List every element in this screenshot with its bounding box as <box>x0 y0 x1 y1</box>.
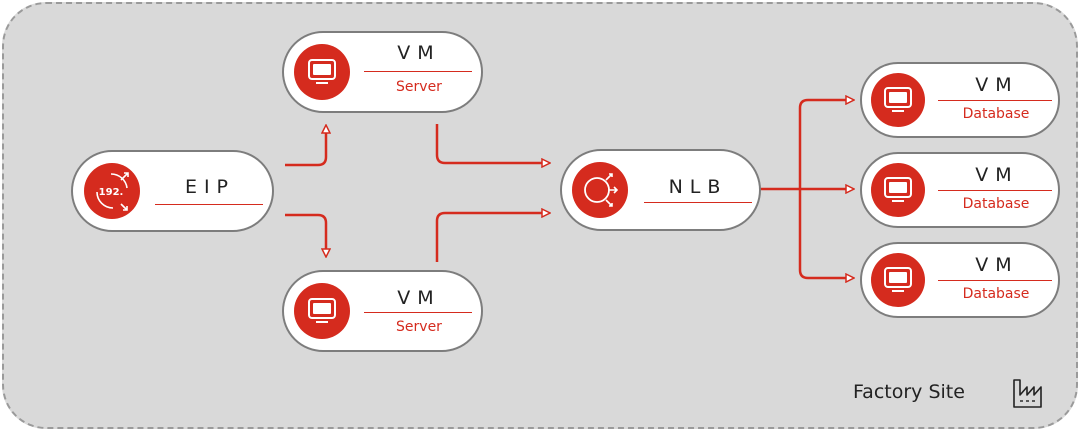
vm-server-top-title: VM <box>397 42 441 64</box>
vm-database-1-rule <box>938 100 1052 101</box>
vm-database-1-title: VM <box>975 74 1019 96</box>
vm-database-2-title: VM <box>975 164 1019 186</box>
monitor-icon <box>294 283 350 339</box>
vm-server-bottom-subtitle: Server <box>396 319 442 335</box>
vm-server-bottom-title: VM <box>397 287 441 309</box>
nlb-rule <box>644 202 752 203</box>
vm-server-top-node: VM Server <box>282 31 483 113</box>
edge-vm-top-to-nlb <box>435 124 549 163</box>
svg-text:192.: 192. <box>99 187 124 198</box>
vm-database-2-subtitle: Database <box>962 196 1030 212</box>
vm-database-2-rule <box>938 190 1052 191</box>
vm-server-bottom-rule <box>364 312 472 313</box>
ip-address-icon: 192. <box>84 163 140 219</box>
edge-eip-to-vm-top <box>285 126 326 167</box>
vm-database-1-subtitle: Database <box>962 106 1030 122</box>
factory-icon <box>1013 379 1042 408</box>
eip-node: 192. EIP <box>71 150 274 232</box>
edge-nlb-to-db-1 <box>798 100 853 189</box>
vm-server-bottom-node: VM Server <box>282 270 483 352</box>
vm-database-2-node: VM Database <box>860 152 1060 228</box>
monitor-icon <box>871 73 925 127</box>
nlb-node: NLB <box>560 149 761 231</box>
eip-title: EIP <box>184 176 236 198</box>
vm-database-1-node: VM Database <box>860 62 1060 138</box>
monitor-icon <box>871 253 925 307</box>
vm-database-3-rule <box>938 280 1052 281</box>
nlb-title: NLB <box>668 176 728 198</box>
load-balancer-icon <box>572 162 628 218</box>
edge-nlb-to-db-3 <box>798 189 853 278</box>
monitor-icon <box>294 44 350 100</box>
site-label: Factory Site <box>853 381 965 403</box>
vm-database-3-subtitle: Database <box>962 286 1030 302</box>
monitor-icon <box>871 163 925 217</box>
vm-server-top-subtitle: Server <box>396 79 442 95</box>
edge-eip-to-vm-bottom <box>285 213 326 256</box>
edge-vm-bottom-to-nlb <box>435 213 549 262</box>
vm-server-top-rule <box>364 71 472 72</box>
vm-database-3-node: VM Database <box>860 242 1060 318</box>
vm-database-3-title: VM <box>975 254 1019 276</box>
eip-rule <box>155 204 263 205</box>
